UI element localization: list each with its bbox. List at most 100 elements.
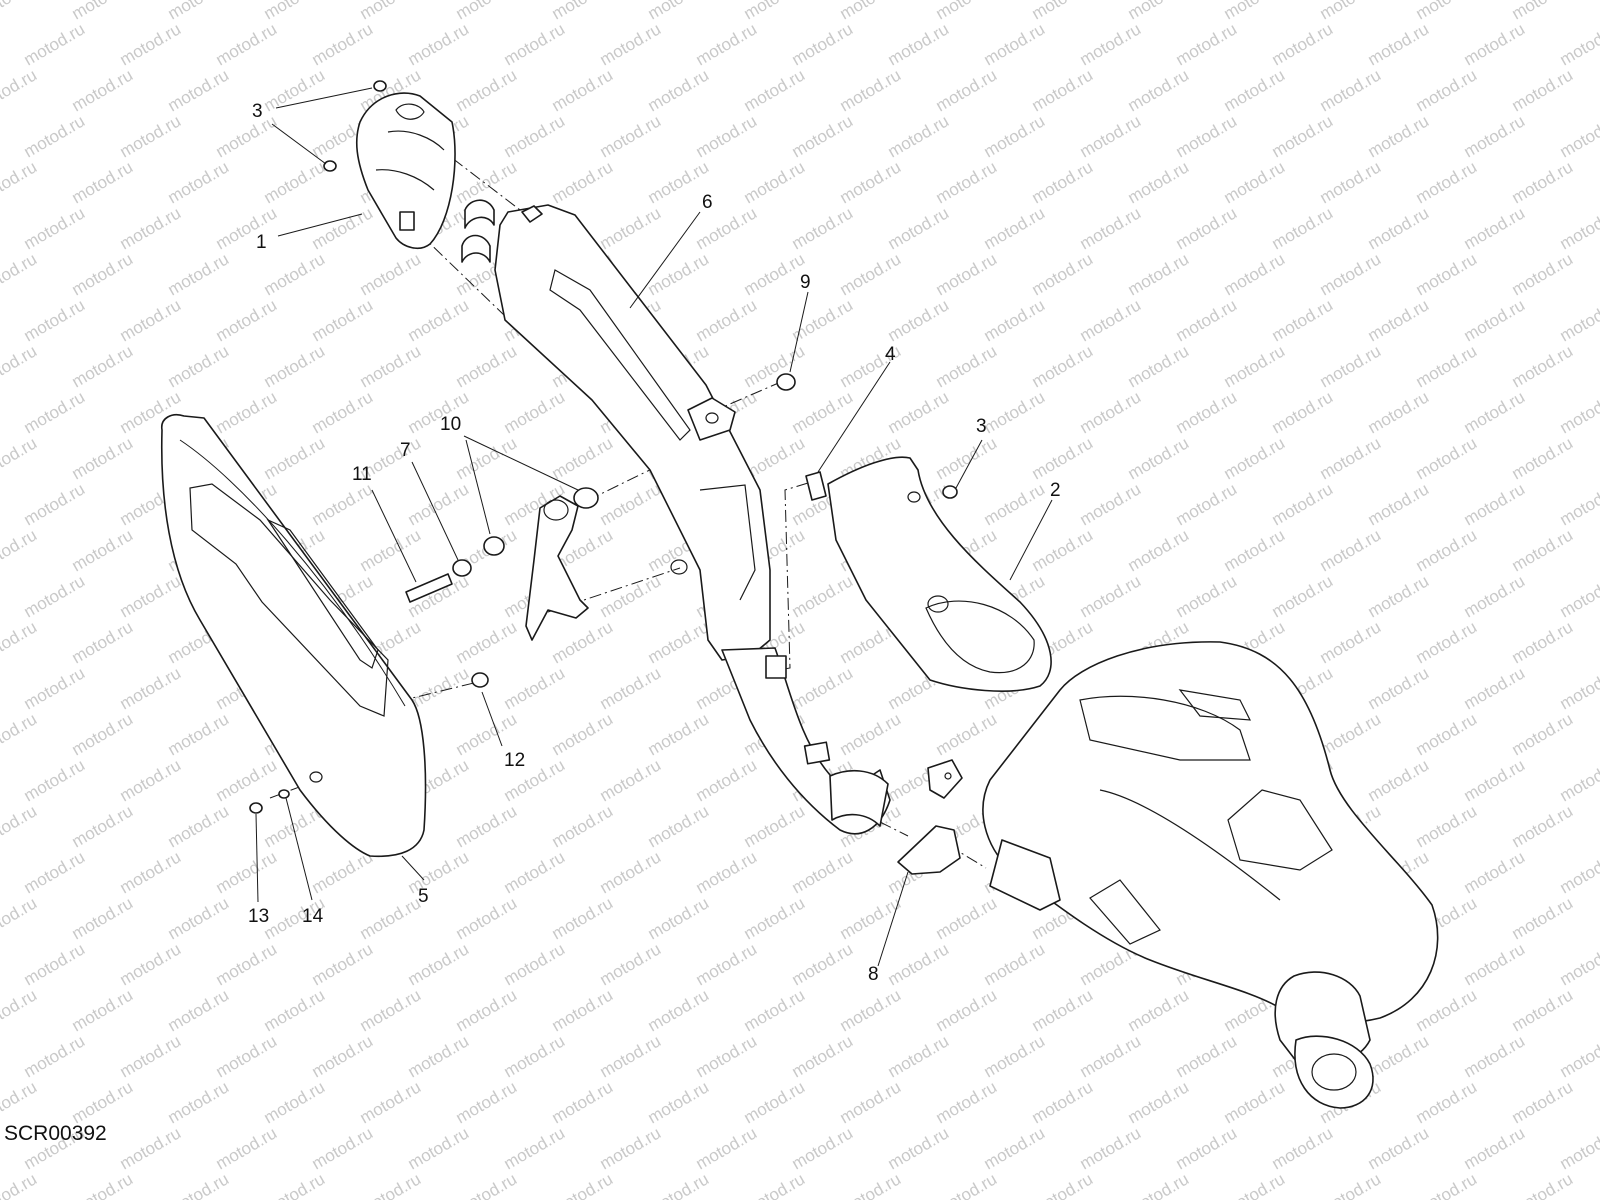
watermark-text: motod.ru [741,1169,809,1200]
watermark-text: motod.ru [453,801,521,851]
watermark-text: motod.ru [213,755,281,805]
watermark-text: motod.ru [1173,1031,1241,1081]
watermark-text: motod.ru [21,847,89,897]
leader-lines [255,87,1053,967]
watermark-text: motod.ru [405,479,473,529]
watermark-text: motod.ru [597,939,665,989]
watermark-text: motod.ru [1365,1031,1433,1081]
watermark-text: motod.ru [309,939,377,989]
clip-4 [805,471,827,501]
watermark-text: motod.ru [117,847,185,897]
watermark-text: motod.ru [1557,479,1600,529]
watermark-text: motod.ru [741,249,809,299]
watermark-text: motod.ru [549,1169,617,1200]
watermark-text: motod.ru [645,801,713,851]
watermark-text: motod.ru [69,1169,137,1200]
watermark-text: motod.ru [645,1169,713,1200]
watermark-text: motod.ru [837,1077,905,1127]
watermark-text: motod.ru [1461,111,1529,161]
watermark-text: motod.ru [1125,341,1193,391]
watermark-text: motod.ru [213,939,281,989]
watermark-text: motod.ru [453,1077,521,1127]
watermark-text: motod.ru [1413,1169,1481,1200]
watermark-text: motod.ru [1413,65,1481,115]
watermark-text: motod.ru [1509,801,1577,851]
watermark-text: motod.ru [0,893,40,943]
watermark-text: motod.ru [1461,847,1529,897]
watermark-text: motod.ru [453,985,521,1035]
watermark-text: motod.ru [837,985,905,1035]
watermark-text: motod.ru [117,19,185,69]
watermark-text: motod.ru [309,479,377,529]
watermark-text: motod.ru [1413,249,1481,299]
drawing-code: SCR00392 [4,1122,107,1145]
watermark-text: motod.ru [1125,985,1193,1035]
watermark-text: motod.ru [741,157,809,207]
watermark-text: motod.ru [789,1031,857,1081]
watermark-text: motod.ru [1221,249,1289,299]
watermark-text: motod.ru [453,893,521,943]
watermark-text: motod.ru [1461,663,1529,713]
callout-11: 11 [352,464,372,485]
watermark-text: motod.ru [213,387,281,437]
watermark-text: motod.ru [213,847,281,897]
screw-3-left [323,160,337,172]
watermark-text: motod.ru [1125,525,1193,575]
watermark-text: motod.ru [933,709,1001,759]
watermark-text: motod.ru [1365,755,1433,805]
watermark-text: motod.ru [693,755,761,805]
watermark-text: motod.ru [885,1031,953,1081]
watermark-text: motod.ru [213,1031,281,1081]
watermark-text: motod.ru [1029,1077,1097,1127]
watermark-text: motod.ru [1125,157,1193,207]
callout-14: 14 [302,906,324,927]
watermark-text: motod.ru [1029,1169,1097,1200]
watermark-text: motod.ru [981,295,1049,345]
watermark-text: motod.ru [789,939,857,989]
watermark-text: motod.ru [741,65,809,115]
watermark-text: motod.ru [549,985,617,1035]
watermark-text: motod.ru [981,387,1049,437]
watermark-text: motod.ru [1173,295,1241,345]
watermark-text: motod.ru [21,203,89,253]
watermark-text: motod.ru [1461,295,1529,345]
watermark-text: motod.ru [1413,157,1481,207]
callout-2: 2 [1050,480,1061,501]
watermark-text: motod.ru [0,341,40,391]
watermark-text: motod.ru [1173,571,1241,621]
watermark-text: motod.ru [1461,479,1529,529]
watermark-text: motod.ru [165,893,233,943]
watermark-text: motod.ru [69,433,137,483]
watermark-text: motod.ru [21,571,89,621]
watermark-text: motod.ru [69,985,137,1035]
watermark-text: motod.ru [309,203,377,253]
watermark-text: motod.ru [1365,1123,1433,1173]
watermark-text: motod.ru [1125,1169,1193,1200]
watermark-text: motod.ru [789,295,857,345]
watermark-text: motod.ru [1269,571,1337,621]
watermark-text: motod.ru [117,1031,185,1081]
watermark-text: motod.ru [1269,479,1337,529]
watermark-text: motod.ru [357,1169,425,1200]
watermark-text: motod.ru [117,1123,185,1173]
watermark-text: motod.ru [1557,295,1600,345]
watermark-text: motod.ru [1317,157,1385,207]
watermark-text: motod.ru [69,525,137,575]
watermark-text: motod.ru [1413,709,1481,759]
watermark-text: motod.ru [693,939,761,989]
watermark-text: motod.ru [453,433,521,483]
watermark-text: motod.ru [549,433,617,483]
watermark-text: motod.ru [1557,1031,1600,1081]
watermark-text: motod.ru [1509,525,1577,575]
watermark-text: motod.ru [693,295,761,345]
watermark-text: motod.ru [549,801,617,851]
watermark-text: motod.ru [0,433,40,483]
watermark-text: motod.ru [645,985,713,1035]
watermark-text: motod.ru [69,893,137,943]
callout-10: 10 [440,414,461,435]
watermark-text: motod.ru [741,1077,809,1127]
watermark-text: motod.ru [357,249,425,299]
watermark-text: motod.ru [0,801,40,851]
watermark-text: motod.ru [933,985,1001,1035]
